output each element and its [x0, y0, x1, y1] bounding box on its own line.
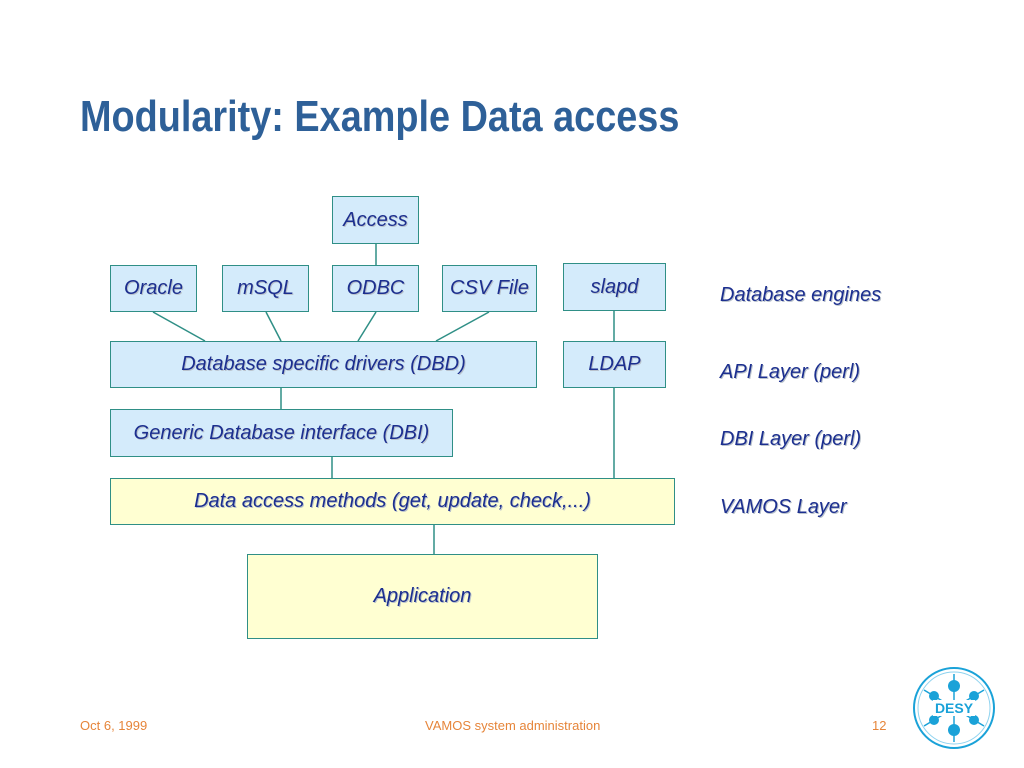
footer-title: VAMOS system administration — [425, 718, 601, 733]
access-box: Access — [332, 196, 419, 244]
connector-odbc-dbd — [357, 311, 377, 342]
connector-csv-dbd — [435, 311, 490, 342]
data-access-methods-box: Data access methods (get, update, check,… — [110, 478, 675, 525]
oracle-box: Oracle — [110, 265, 197, 312]
dbd-box: Database specific drivers (DBD) — [110, 341, 537, 388]
csv-file-box: CSV File — [442, 265, 537, 312]
msql-box: mSQL — [222, 265, 309, 312]
layer-label-engines: Database engines — [720, 284, 882, 306]
odbc-box: ODBC — [332, 265, 419, 312]
footer-date: Oct 6, 1999 — [80, 718, 148, 733]
slapd-box: slapd — [563, 263, 666, 311]
desy-logo-icon: DESY — [912, 666, 996, 755]
logo-text: DESY — [935, 700, 974, 716]
page-title: Modularity: Example Data access — [80, 92, 680, 141]
ldap-box: LDAP — [563, 341, 666, 388]
application-box: Application — [247, 554, 598, 639]
connector-msql-dbd — [265, 311, 282, 342]
dbi-box: Generic Database interface (DBI) — [110, 409, 453, 457]
layer-label-api: API Layer (perl) — [720, 361, 861, 383]
footer-page-number: 12 — [872, 718, 887, 733]
layer-label-dbi: DBI Layer (perl) — [720, 428, 862, 450]
connector-oracle-dbd — [152, 311, 206, 342]
layer-label-vamos: VAMOS Layer — [720, 496, 847, 518]
